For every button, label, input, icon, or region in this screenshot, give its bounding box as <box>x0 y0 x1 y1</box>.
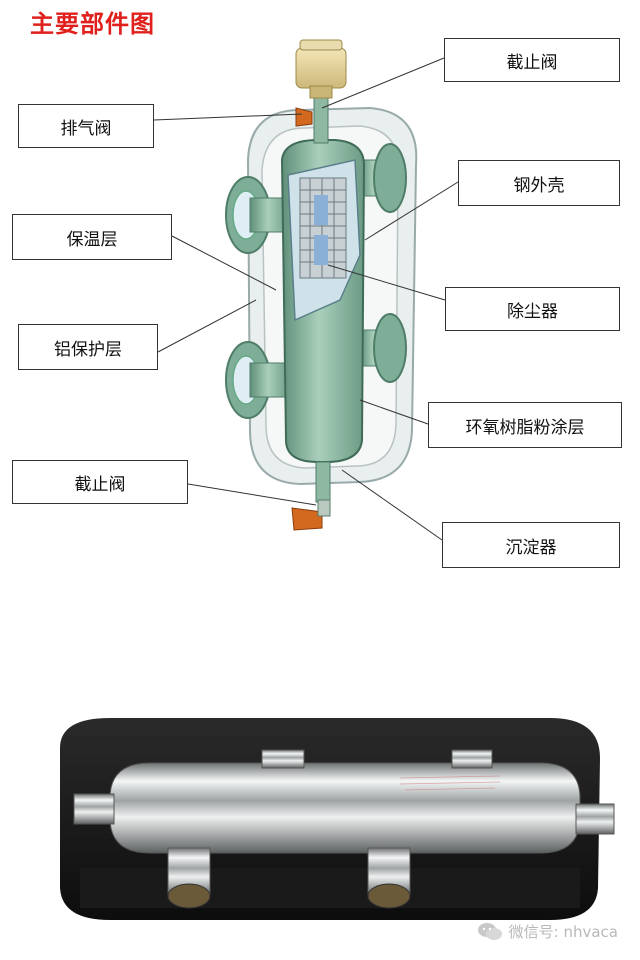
flange-right-top <box>359 143 407 213</box>
product-illustration <box>60 718 615 920</box>
label-vent-valve: 排气阀 <box>18 104 154 148</box>
label-settler: 沉淀器 <box>442 522 620 568</box>
label-dust-remover: 除尘器 <box>445 287 620 331</box>
vent-valve-body <box>295 39 347 99</box>
bottom-valve-handle <box>291 507 323 531</box>
label-stop-valve-bottom: 截止阀 <box>12 460 188 504</box>
product-photo: 微信号: nhvaca <box>0 568 640 960</box>
watermark-text: 微信号: nhvaca <box>508 923 618 941</box>
label-stop-valve-top: 截止阀 <box>444 38 620 82</box>
label-aluminum-protection: 铝保护层 <box>18 324 158 370</box>
diagram-title: 主要部件图 <box>30 10 155 38</box>
flange-left-bottom <box>225 341 291 419</box>
flange-right-bottom <box>359 313 407 383</box>
diagram-panel: 主要部件图 <box>12 10 622 568</box>
top-valve-handle <box>295 107 313 127</box>
watermark: 微信号: nhvaca <box>477 921 618 942</box>
label-insulation: 保温层 <box>12 214 172 260</box>
wechat-icon <box>477 922 503 942</box>
stainless-body <box>109 762 581 854</box>
label-steel-shell: 钢外壳 <box>458 160 620 206</box>
label-epoxy-coating: 环氧树脂粉涂层 <box>428 402 622 448</box>
bottom-port-left <box>167 847 211 909</box>
dust-remover-mesh <box>299 177 347 279</box>
bottom-port-right <box>367 847 411 909</box>
separator-diagram <box>153 39 459 541</box>
